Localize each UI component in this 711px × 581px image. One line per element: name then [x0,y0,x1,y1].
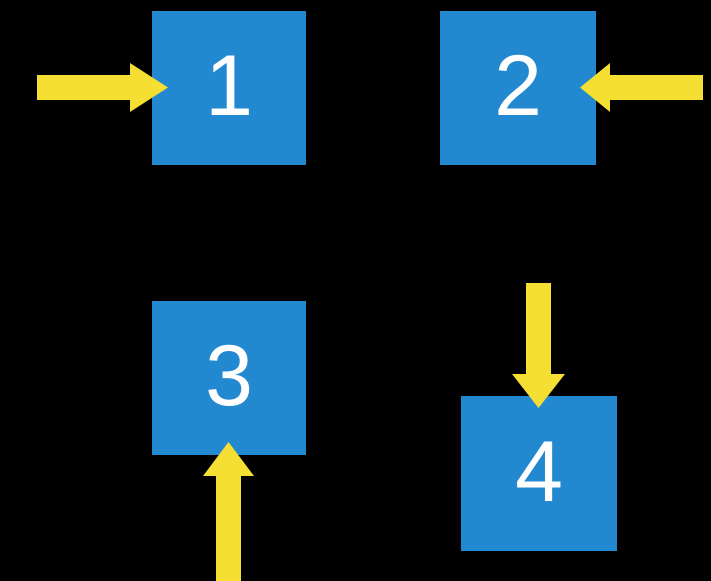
box-4[interactable]: 4 [461,396,617,551]
box-1-label: 1 [205,38,253,134]
box-3[interactable]: 3 [152,301,306,455]
box-2-label: 2 [494,38,542,134]
box-4-label: 4 [515,423,563,520]
box-2[interactable]: 2 [440,11,596,165]
box-1[interactable]: 1 [152,11,306,165]
box-3-label: 3 [205,328,253,424]
